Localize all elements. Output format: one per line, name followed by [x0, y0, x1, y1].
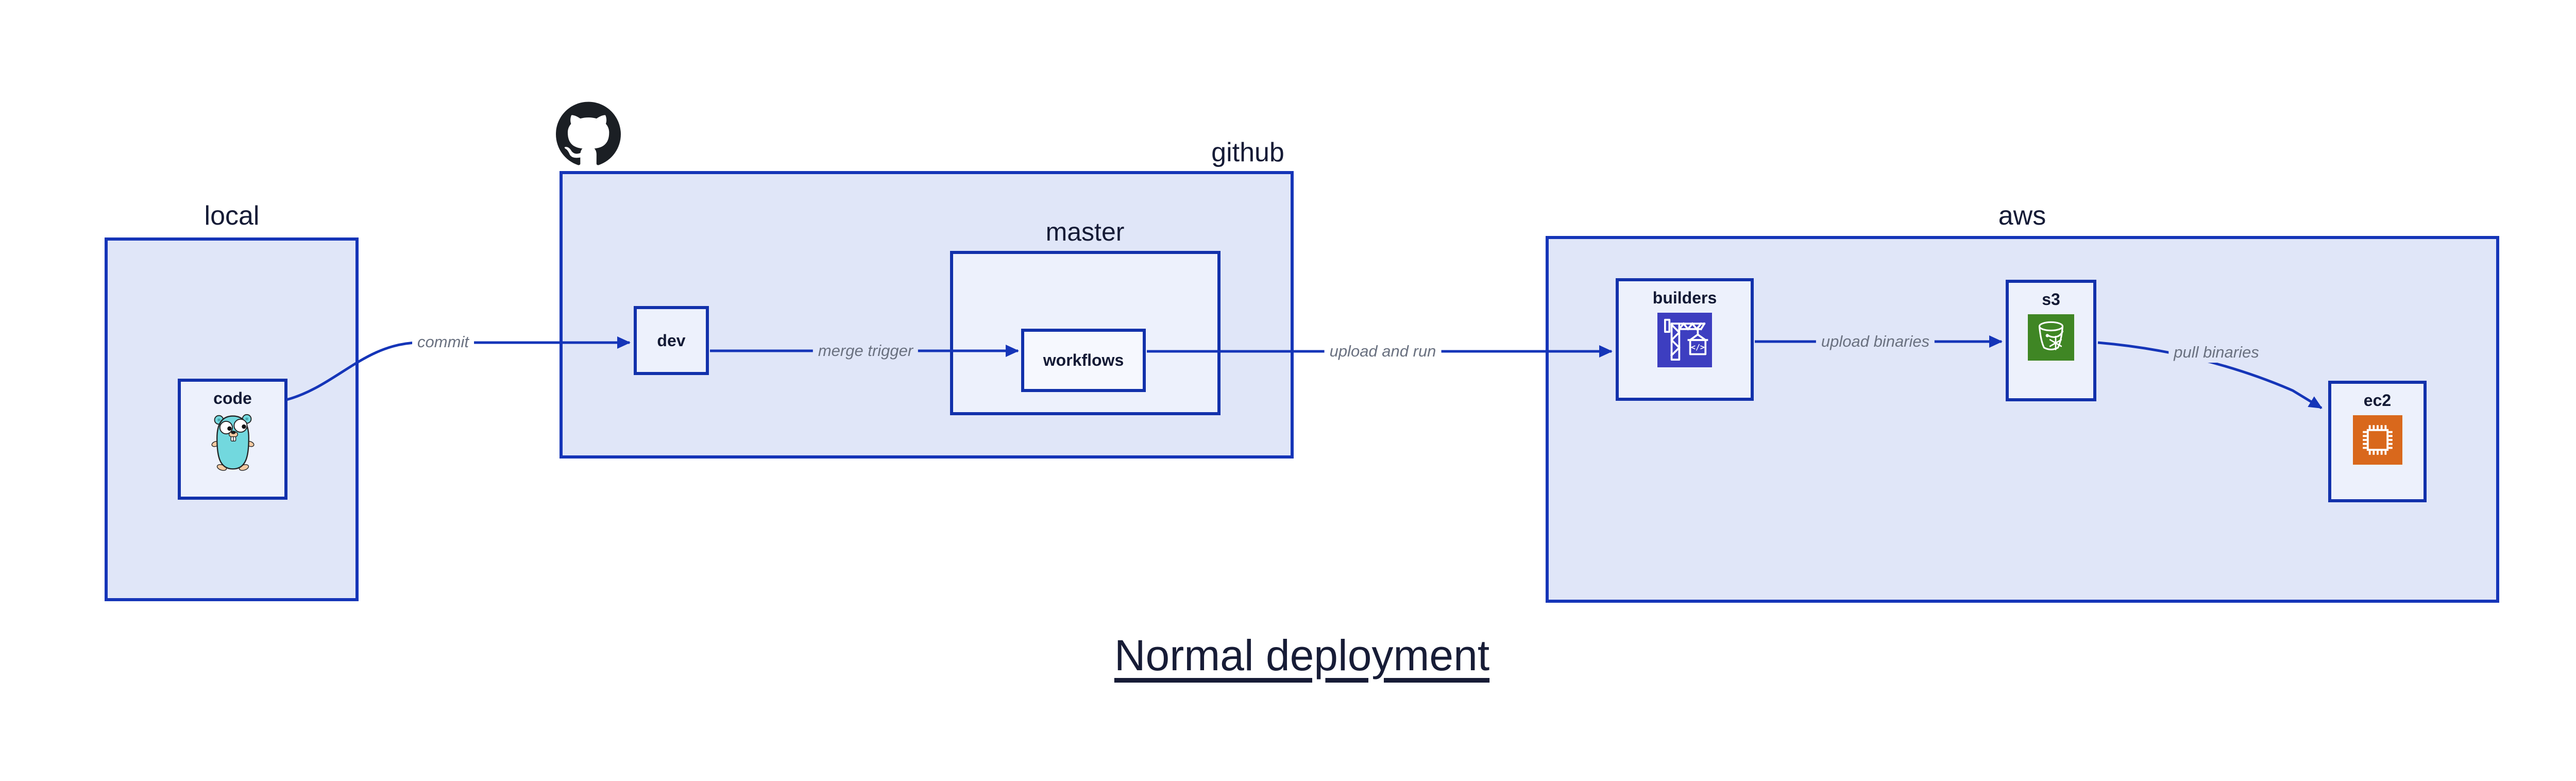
ec2-node-label: ec2	[2363, 391, 2392, 410]
ec2-node: ec2	[2328, 381, 2427, 502]
s3-bucket-icon	[2028, 314, 2074, 363]
dev-branch-node: dev	[634, 306, 709, 375]
github-logo-icon	[556, 101, 621, 165]
github-group-label: github	[1211, 138, 1284, 167]
edge-label-merge-trigger: merge trigger	[812, 341, 919, 361]
master-branch-label: master	[1045, 217, 1125, 246]
codebuild-crane-icon: </>	[1657, 313, 1712, 370]
local-group-label: local	[204, 201, 260, 231]
edge-label-upload-and-run: upload and run	[1324, 341, 1442, 362]
edge-label-upload-binaries: upload binaries	[1816, 331, 1935, 352]
aws-group-label: aws	[1998, 201, 2046, 231]
builders-node: builders </>	[1616, 278, 1754, 401]
s3-node: s3	[2006, 280, 2096, 401]
go-gopher-icon	[211, 413, 255, 473]
diagram-title: Normal deployment	[1114, 631, 1490, 680]
code-node: code	[178, 379, 287, 500]
ec2-chip-icon	[2352, 415, 2402, 467]
edge-label-pull-binaries: pull binaries	[2168, 342, 2264, 363]
builders-node-label: builders	[1652, 288, 1717, 307]
workflows-node: workflows	[1021, 329, 1146, 392]
edge-label-commit: commit	[412, 332, 474, 352]
code-node-label: code	[213, 389, 252, 408]
workflows-node-label: workflows	[1043, 351, 1124, 369]
svg-text:</>: </>	[1691, 343, 1705, 352]
dev-node-label: dev	[657, 331, 686, 350]
s3-node-label: s3	[2042, 290, 2060, 309]
